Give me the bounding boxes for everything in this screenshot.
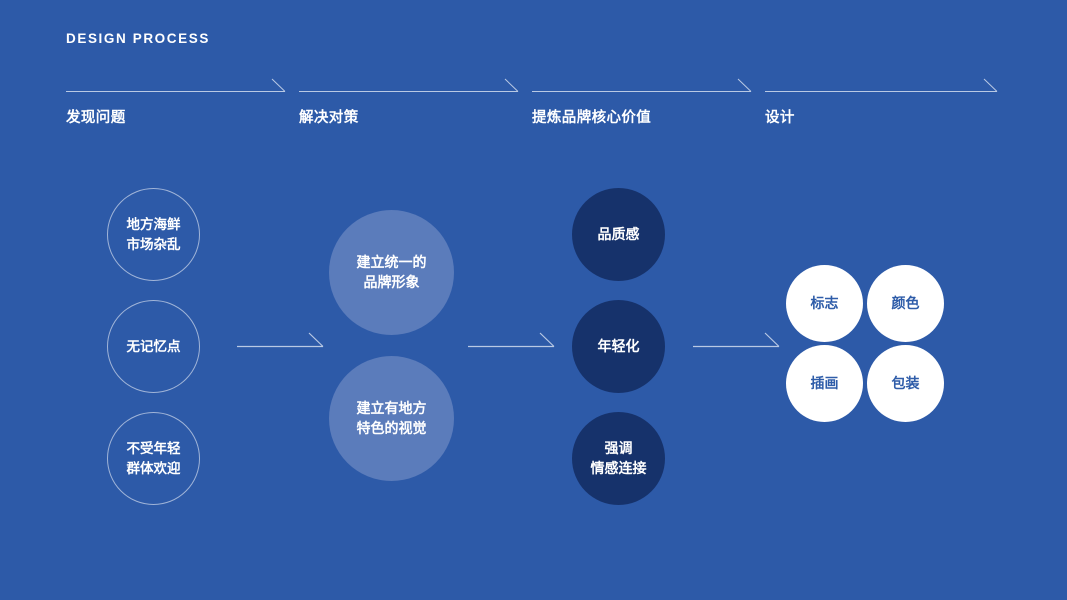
page-title: DESIGN PROCESS: [66, 31, 210, 46]
problem-circle-3[interactable]: 不受年轻 群体欢迎: [107, 412, 200, 505]
stage-arrow-icon: [765, 78, 998, 96]
stage-label-4: 设计: [765, 110, 795, 126]
stage-label-2: 解决对策: [299, 110, 359, 126]
deliverable-circle-3[interactable]: 插画: [786, 345, 863, 422]
stage-label-3: 提炼品牌核心价值: [532, 110, 652, 126]
problem-circle-2[interactable]: 无记忆点: [107, 300, 200, 393]
connector-solutions-to-core-values: [468, 331, 555, 351]
stage-arrow-icon: [299, 78, 519, 96]
solution-circle-1[interactable]: 建立统一的 品牌形象: [329, 210, 454, 335]
stage-arrow-icon: [532, 78, 752, 96]
core-value-circle-3[interactable]: 强调 情感连接: [572, 412, 665, 505]
deliverable-circle-4[interactable]: 包装: [867, 345, 944, 422]
deliverable-circle-1[interactable]: 标志: [786, 265, 863, 342]
core-value-circle-1[interactable]: 品质感: [572, 188, 665, 281]
stage-arrow-icon: [66, 78, 286, 96]
connector-problems-to-solutions: [237, 331, 324, 351]
core-value-circle-2[interactable]: 年轻化: [572, 300, 665, 393]
connector-core-values-to-deliverables: [693, 331, 780, 351]
stage-label-1: 发现问题: [66, 110, 126, 126]
problem-circle-1[interactable]: 地方海鲜 市场杂乱: [107, 188, 200, 281]
deliverable-circle-2[interactable]: 颜色: [867, 265, 944, 342]
solution-circle-2[interactable]: 建立有地方 特色的视觉: [329, 356, 454, 481]
